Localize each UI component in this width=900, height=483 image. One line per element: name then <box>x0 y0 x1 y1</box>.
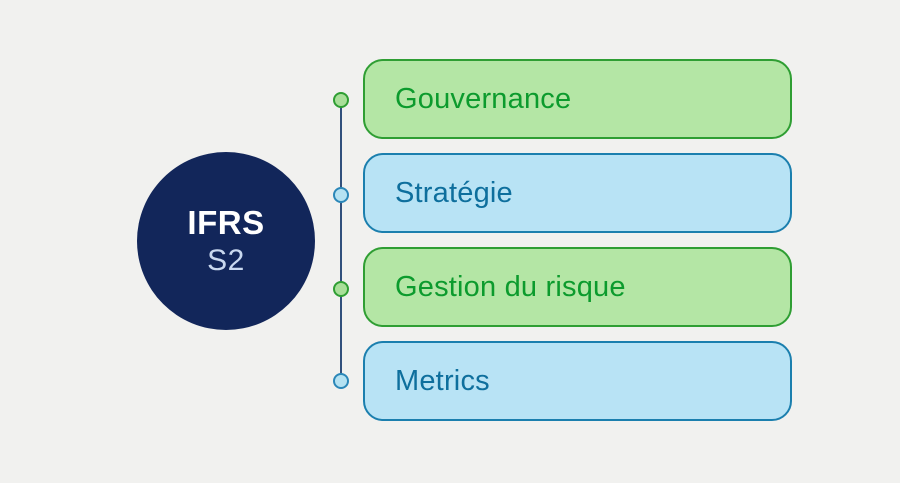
pillar-label: Metrics <box>395 364 490 397</box>
ifrs-s2-hub-circle: IFRS S2 <box>137 152 315 330</box>
hub-title: IFRS <box>187 203 265 241</box>
timeline-node-strategie <box>333 187 349 203</box>
pillar-label: Gouvernance <box>395 82 572 115</box>
pillar-box-gouvernance: Gouvernance <box>363 59 792 139</box>
pillar-box-metrics: Metrics <box>363 341 792 421</box>
timeline-node-gouvernance <box>333 92 349 108</box>
timeline-node-gestion-du-risque <box>333 281 349 297</box>
pillar-box-gestion-du-risque: Gestion du risque <box>363 247 792 327</box>
pillar-box-strategie: Stratégie <box>363 153 792 233</box>
pillar-label: Stratégie <box>395 176 513 209</box>
timeline-connector-line <box>340 100 342 381</box>
timeline-node-metrics <box>333 373 349 389</box>
hub-subtitle: S2 <box>207 243 245 277</box>
pillar-label: Gestion du risque <box>395 270 626 303</box>
